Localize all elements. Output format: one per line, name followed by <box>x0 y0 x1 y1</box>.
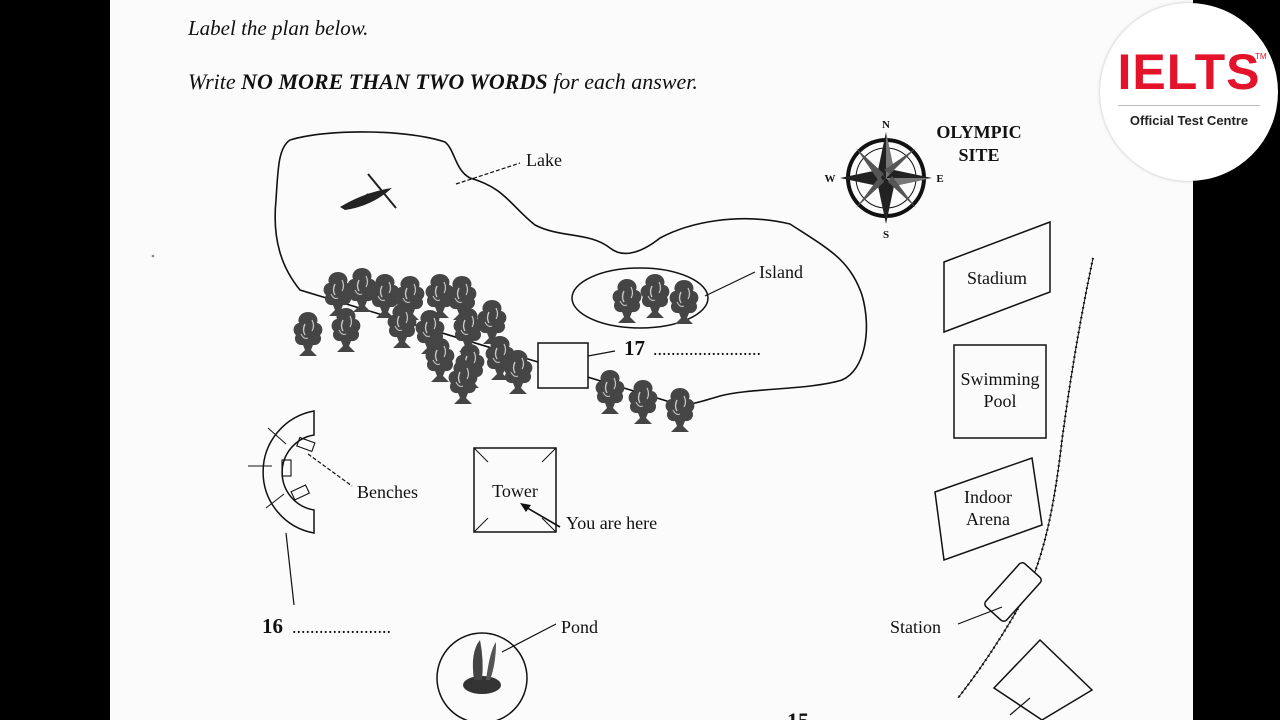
instruction-label-plan: Label the plan below. <box>188 16 369 40</box>
instruction-prefix: Write <box>188 69 242 94</box>
olympic-site-title-2: SITE <box>958 145 999 165</box>
lake-label: Lake <box>526 150 562 170</box>
compass-south: S <box>883 229 889 241</box>
swimming-pool-label-2: Pool <box>983 391 1016 411</box>
instruction-word-limit: Write NO MORE THAN TWO WORDS for each an… <box>188 69 698 95</box>
lakeside-trees <box>594 369 696 433</box>
boat-icon <box>340 173 397 210</box>
compass-east: E <box>936 173 943 185</box>
benches-pointer <box>307 453 353 487</box>
q17-pointer <box>587 350 616 357</box>
bench-seats <box>281 436 316 501</box>
arrow-head-icon <box>520 503 531 512</box>
swimming-pool-label-1: Swimming <box>960 369 1039 389</box>
ielts-badge: IELTS TM Official Test Centre <box>1100 3 1278 181</box>
ielts-logo-text: IELTS <box>1117 44 1261 100</box>
benches-label: Benches <box>357 482 418 502</box>
station-label: Station <box>890 617 941 637</box>
q17-answer-blank[interactable]: ........................ <box>653 339 761 359</box>
pond-pointer <box>501 623 557 653</box>
fountain-icon <box>463 640 501 694</box>
station-pointer <box>957 606 1003 625</box>
you-are-here-arrow <box>523 505 561 528</box>
q17-building <box>537 342 589 389</box>
compass-north: N <box>882 119 890 131</box>
ielts-badge-subtitle: Official Test Centre <box>1129 113 1249 128</box>
instruction-bold: NO MORE THAN TWO WORDS <box>241 69 548 94</box>
q16-number: 16 <box>262 614 283 638</box>
unlabeled-building-pointer <box>1009 697 1031 716</box>
olympic-site-title-1: OLYMPIC <box>936 122 1021 142</box>
badge-divider <box>1118 105 1260 106</box>
q15-partial-number: 15 <box>787 708 809 720</box>
tower-label: Tower <box>492 481 538 501</box>
island-label: Island <box>759 262 803 282</box>
stadium-building <box>943 220 1051 334</box>
q16-pointer <box>285 532 295 606</box>
indoor-arena-building <box>934 456 1043 562</box>
island-pointer <box>704 271 756 297</box>
instruction-suffix: for each answer. <box>547 69 698 94</box>
scan-speck <box>151 254 155 258</box>
q16-answer-blank[interactable]: ...................... <box>292 617 391 637</box>
arc-spokes <box>248 427 287 509</box>
q17-number: 17 <box>624 336 645 360</box>
railway-rail <box>957 257 1094 699</box>
compass-west: W <box>825 173 836 185</box>
unlabeled-building <box>992 638 1094 720</box>
indoor-arena-label-1: Indoor <box>964 487 1012 507</box>
compass-rose-icon <box>840 132 932 224</box>
pond-label: Pond <box>561 617 598 637</box>
lake-pointer <box>455 162 521 185</box>
stadium-label: Stadium <box>967 268 1027 288</box>
swimming-pool-building <box>953 344 1047 439</box>
station-building <box>984 561 1042 623</box>
island-trees <box>611 273 700 325</box>
you-are-here-label: You are here <box>566 513 657 533</box>
ielts-trademark: TM <box>1255 52 1267 61</box>
tower-corners <box>473 447 557 533</box>
indoor-arena-label-2: Arena <box>966 509 1010 529</box>
forest-trees <box>292 267 534 405</box>
benches-arc <box>262 410 315 534</box>
